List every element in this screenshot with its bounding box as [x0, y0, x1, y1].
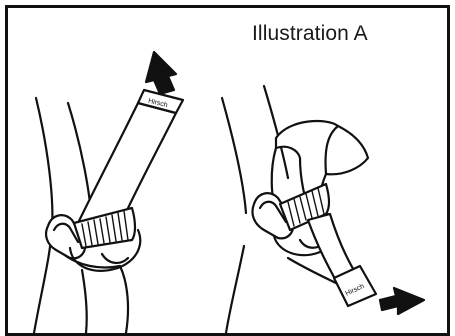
- right-panel: Hirsch: [220, 84, 426, 333]
- right-teeth-lines: [287, 187, 325, 227]
- right-strap-tag: [332, 264, 378, 308]
- left-tag-label: Hirsch: [147, 98, 168, 110]
- right-loop-fold: [324, 124, 340, 176]
- left-arrow-icon: [144, 50, 178, 96]
- left-buckle-inner: [52, 222, 80, 244]
- strap-diagram: Hirsch: [32, 50, 426, 333]
- left-band-outline: [32, 96, 54, 333]
- left-band-lower: [60, 251, 130, 333]
- right-arrow-icon: [378, 286, 426, 316]
- left-buckle-ring: [68, 228, 142, 272]
- right-band-outline: [220, 96, 248, 215]
- illustration-frame: Illustration A Hirsch: [5, 5, 450, 336]
- left-ring-shadow: [100, 252, 130, 264]
- left-band-lower-2: [80, 268, 88, 333]
- left-buckle-teeth: [72, 206, 137, 250]
- left-strap-tag: [136, 88, 185, 115]
- right-band-lower: [224, 244, 246, 333]
- left-panel: Hirsch: [32, 50, 185, 333]
- left-teeth-lines: [81, 210, 129, 247]
- illustration-caption: Illustration A: [252, 22, 368, 45]
- right-buckle-inner: [258, 200, 288, 224]
